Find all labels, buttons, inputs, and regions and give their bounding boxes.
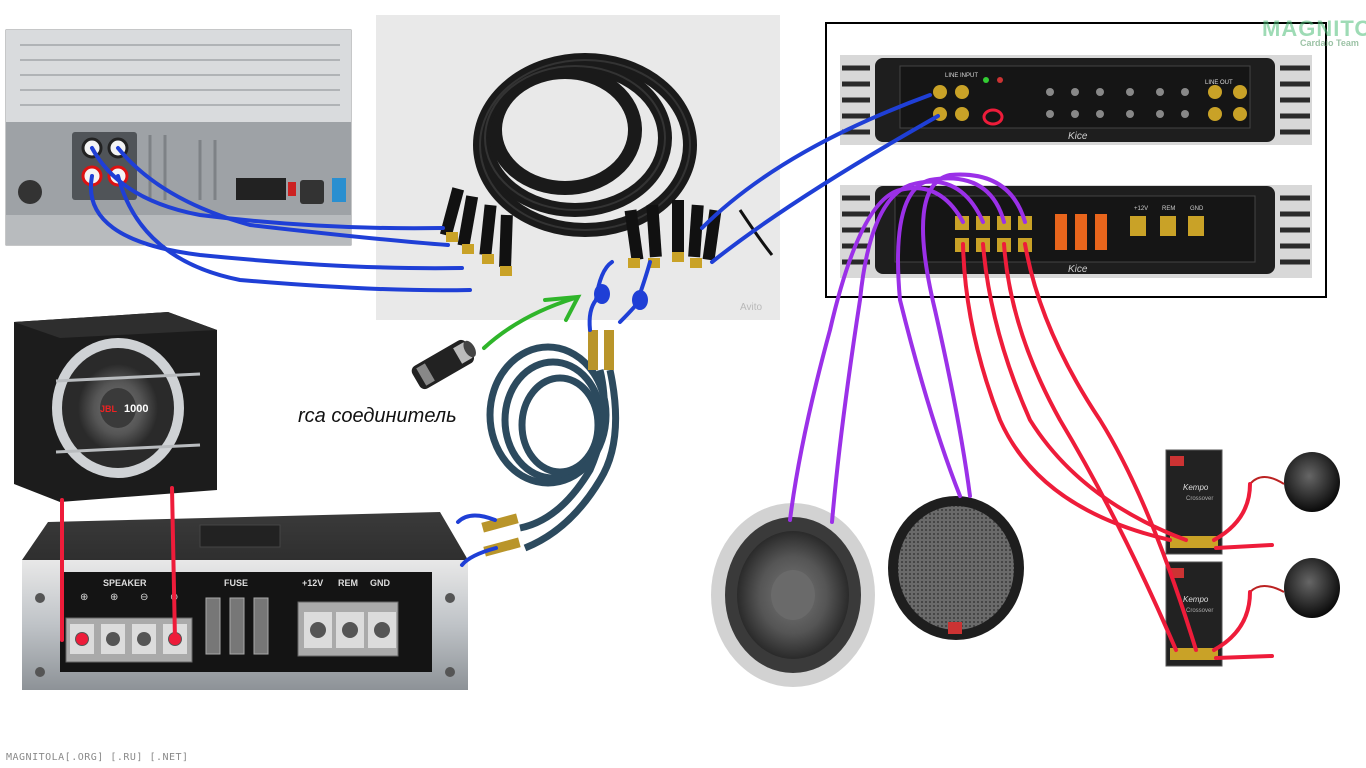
amp-bottom-brand: Kice	[1068, 264, 1088, 275]
sub-amp-gnd-label: GND	[370, 578, 391, 588]
subwoofer-badge: 1000	[124, 403, 148, 415]
crossover-bottom-subtitle: Crossover	[1186, 608, 1213, 614]
subwoofer-brand: JBL	[100, 404, 118, 414]
rca-plugs-right	[624, 200, 722, 268]
adapter-arrow-green	[482, 294, 582, 350]
wire-end-markers	[76, 633, 181, 645]
midbass-speaker-right	[888, 496, 1024, 640]
terminal-plus-1: ⊕	[80, 592, 88, 603]
fuses	[205, 597, 269, 655]
head-unit	[5, 29, 352, 246]
four-channel-amp-top: LINE INPUT LINE OUT Kice	[840, 55, 1312, 145]
sub-amplifier: SPEAKER FUSE +12V REM GND ⊕ ⊕ ⊖ ⊖	[22, 512, 468, 690]
rca-splice-knots	[594, 284, 648, 310]
midbass-speaker-left	[711, 503, 875, 687]
rca-cable-photo	[376, 15, 780, 320]
terminal-minus-1: ⊖	[140, 592, 148, 603]
sub-amp-12v-label: +12V	[302, 578, 323, 588]
tweeter-top	[1249, 452, 1340, 512]
power-terminals	[297, 601, 399, 657]
blue-cable-plugs	[481, 330, 614, 557]
line-input-label: LINE INPUT	[945, 73, 978, 79]
sub-amp-rem-label: REM	[338, 578, 358, 588]
amp-bottom-12v-label: +12V	[1134, 206, 1148, 212]
magnitola-logo: MAGNITOLA	[1262, 16, 1366, 41]
amp-bottom-gnd-label: GND	[1190, 206, 1204, 212]
amp-top-brand: Kice	[1068, 131, 1088, 142]
tweeter-bottom	[1249, 558, 1340, 618]
subwoofer-box: 1000 JBL	[14, 312, 217, 502]
magnitola-logo-subtitle: Cardaio Team	[1300, 38, 1359, 48]
rca-plugs-left	[439, 187, 513, 276]
fuse-label: FUSE	[224, 578, 248, 588]
crossover-top-brand: Kempo	[1183, 483, 1209, 492]
speaker-wires-red	[60, 242, 1274, 660]
crossover-top-subtitle: Crossover	[1186, 496, 1213, 502]
main-amplifiers: LINE INPUT LINE OUT Kice	[825, 22, 1327, 298]
rca-wires-blue	[88, 93, 940, 567]
line-out-label: LINE OUT	[1205, 80, 1233, 86]
rca-connector-adapter	[411, 339, 476, 390]
input-selector-highlight	[982, 108, 1004, 126]
crossover-bottom-brand: Kempo	[1183, 595, 1209, 604]
terminal-plus-2: ⊕	[110, 592, 118, 603]
four-channel-amp-bottom: +12V REM GND Kice	[840, 185, 1312, 278]
footer-watermark: MAGNITOLA[.ORG] [.RU] [.NET]	[6, 752, 189, 763]
avito-watermark: Avito	[740, 302, 763, 313]
speaker-label: SPEAKER	[103, 578, 147, 588]
blue-rca-cable-coil	[486, 343, 620, 552]
rca-connector-label: rca соединитель	[298, 405, 457, 427]
amp-bottom-rem-label: REM	[1162, 206, 1175, 212]
speaker-wires-purple	[788, 172, 1027, 524]
